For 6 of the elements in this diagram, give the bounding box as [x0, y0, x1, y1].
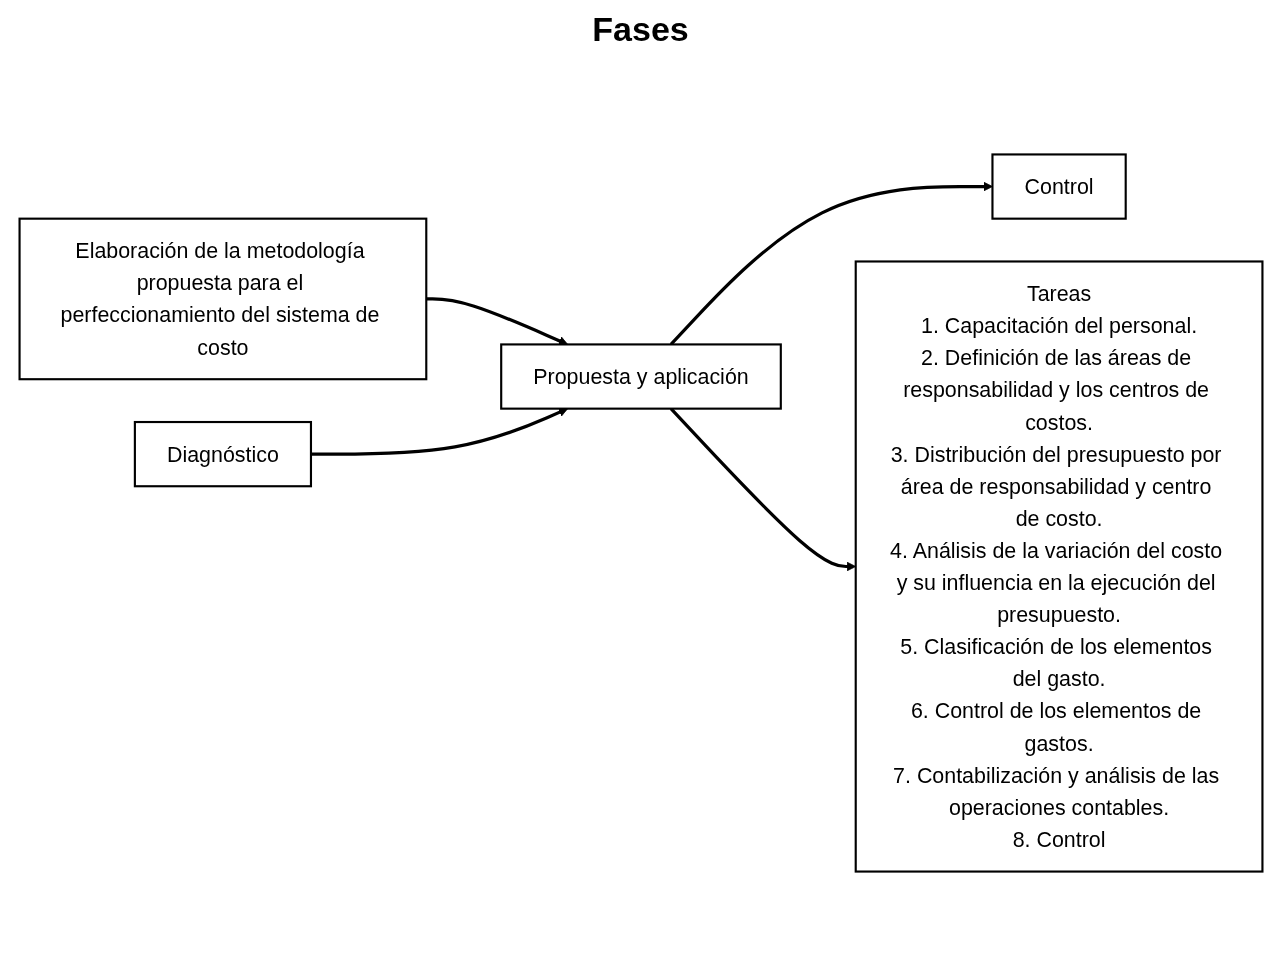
- column-heading: Fases: [592, 10, 689, 48]
- node-box: Propuesta y aplicación: [499, 342, 782, 410]
- node-box: Elaboración de la metodología propuesta para el perfeccionamiento del sistema de costo: [18, 217, 427, 380]
- node-box: Diagnóstico: [133, 420, 312, 487]
- node-box: Tareas 1. Capacitación del personal. 2. Definición de las áreas de responsabilidad y los centros de costos. 3. Distribución del presupuesto por área de responsabilidad y centro de costo. 4. Análisis de la variación del costo y su influencia en la ejecución del presupuesto. 5. Clasificación de los elementos del gasto. 6. Control de los elementos de gastos. 7. Contabilización y análisis de las operaciones contables. 8. Control: [854, 259, 1263, 873]
- node-box: Control: [990, 152, 1127, 220]
